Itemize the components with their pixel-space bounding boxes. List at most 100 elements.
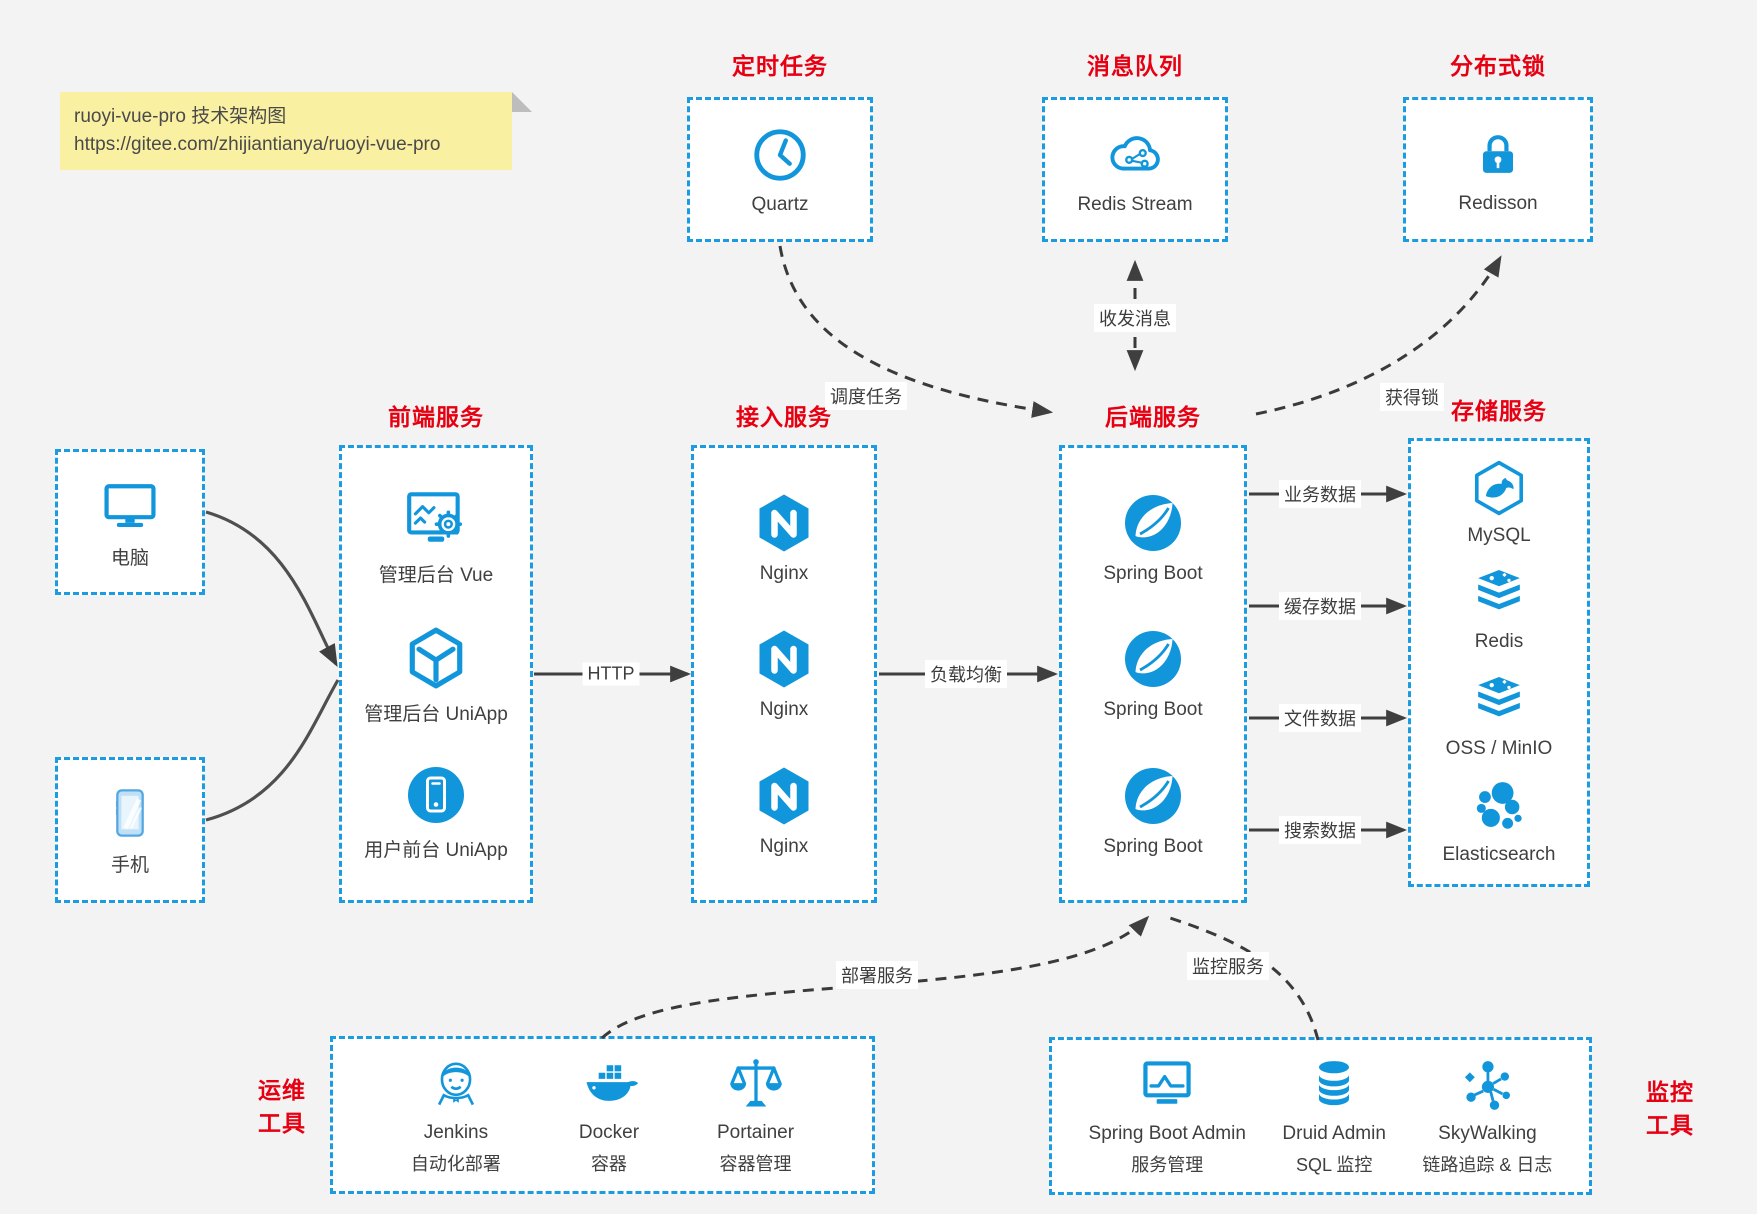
node-label: Spring Boot xyxy=(1103,835,1203,857)
note-url: https://gitee.com/zhijiantianya/ruoyi-vu… xyxy=(74,134,441,155)
mq-group-title: 消息队列 xyxy=(1087,53,1183,79)
node-label: 管理后台 UniApp xyxy=(364,703,508,725)
portainer-icon xyxy=(726,1054,786,1114)
spring-boot-icon xyxy=(1121,627,1185,691)
node-label: Spring Boot Admin xyxy=(1088,1123,1246,1144)
oss-minio-node: OSS / MinIO xyxy=(1445,672,1553,760)
node-label: 手机 xyxy=(110,854,149,876)
send-receive-msg-edge-label: 收发消息 xyxy=(1094,304,1176,332)
node-label: 用户前台 UniApp xyxy=(364,840,508,862)
frontend-group-box: 管理后台 Vue 管理后台 UniApp 用户前台 UniApp xyxy=(339,445,533,903)
lock-icon xyxy=(1468,125,1528,185)
spring-boot-node: Spring Boot xyxy=(1103,764,1203,858)
nginx-node: Nginx xyxy=(752,491,816,585)
node-label: OSS / MinIO xyxy=(1445,737,1553,759)
skywalking-icon xyxy=(1457,1055,1517,1115)
smartphone-icon xyxy=(101,784,159,842)
node-label: Redis Stream xyxy=(1077,193,1193,215)
spring-boot-node: Spring Boot xyxy=(1103,491,1203,585)
nginx-icon xyxy=(752,491,816,555)
pc-client-box: 电脑 xyxy=(55,449,205,595)
user-uniapp-node: 用户前台 UniApp xyxy=(364,763,508,862)
redis-icon xyxy=(1470,565,1528,623)
node-label: Jenkins xyxy=(423,1122,489,1143)
gateway-group-box: Nginx Nginx Nginx xyxy=(691,445,877,903)
node-label: Docker xyxy=(578,1122,640,1143)
druid-admin-node: Druid Admin SQL 监控 xyxy=(1282,1055,1386,1177)
edge-acquire-lock xyxy=(1255,255,1502,416)
mq-group-box: Redis Stream xyxy=(1042,97,1228,242)
node-sublabel: SQL 监控 xyxy=(1295,1155,1373,1175)
frontend-group-title: 前端服务 xyxy=(388,404,484,430)
spring-boot-admin-node: Spring Boot Admin 服务管理 xyxy=(1089,1055,1246,1177)
redis-node: Redis xyxy=(1470,565,1528,653)
node-label: 管理后台 Vue xyxy=(378,564,494,586)
monitor-group-box: Spring Boot Admin 服务管理 Druid Admin SQL 监… xyxy=(1049,1037,1592,1195)
ops-group-box: Jenkins 自动化部署 Docker 容器 Portainer 容器管理 xyxy=(330,1036,875,1194)
mysql-node: MySQL xyxy=(1467,459,1531,547)
portainer-node: Portainer 容器管理 xyxy=(717,1054,794,1176)
acquire-lock-edge-label: 获得锁 xyxy=(1380,383,1444,411)
jenkins-node: Jenkins 自动化部署 xyxy=(411,1054,501,1176)
elasticsearch-icon xyxy=(1470,778,1528,836)
nginx-node: Nginx xyxy=(752,627,816,721)
jenkins-icon xyxy=(426,1054,486,1114)
nginx-node: Nginx xyxy=(752,764,816,858)
nginx-icon xyxy=(752,764,816,828)
node-label: 电脑 xyxy=(110,547,149,569)
spring-boot-icon xyxy=(1121,764,1185,828)
business-data-edge-label: 业务数据 xyxy=(1279,480,1361,508)
node-label: Redisson xyxy=(1458,192,1538,214)
mysql-icon xyxy=(1470,459,1528,517)
edge-mobile-to-frontend xyxy=(205,679,340,822)
backend-group-box: Spring Boot Spring Boot Spring Boot xyxy=(1059,445,1247,903)
spring-boot-node: Spring Boot xyxy=(1103,627,1203,721)
admin-vue-icon xyxy=(403,486,469,552)
edge-schedule-task xyxy=(778,245,1054,418)
nginx-icon xyxy=(752,627,816,691)
node-label: Elasticsearch xyxy=(1442,843,1556,865)
mobile-node: 手机 xyxy=(101,784,159,877)
node-label: Spring Boot xyxy=(1103,562,1203,584)
clock-icon xyxy=(749,124,811,186)
file-data-edge-label: 文件数据 xyxy=(1279,704,1361,732)
schedule-task-edge-label: 调度任务 xyxy=(825,382,907,410)
edge-pc-to-frontend xyxy=(205,510,338,667)
node-sublabel: 链路追踪 & 日志 xyxy=(1422,1155,1553,1175)
http-edge-label: HTTP xyxy=(582,662,640,686)
pc-node: 电脑 xyxy=(100,475,160,570)
oss-minio-icon xyxy=(1470,672,1528,730)
admin-vue-node: 管理后台 Vue xyxy=(379,486,493,587)
storage-group-box: MySQL Redis OSS / MinIO Elasticsearch xyxy=(1408,438,1590,887)
monitor-group-title: 监控 工具 xyxy=(1646,1079,1694,1138)
skywalking-node: SkyWalking 链路追踪 & 日志 xyxy=(1422,1055,1552,1177)
monitor-service-edge-label: 监控服务 xyxy=(1187,952,1269,980)
node-label: Portainer xyxy=(716,1122,795,1143)
node-label: Redis xyxy=(1474,631,1524,653)
deploy-service-edge-label: 部署服务 xyxy=(836,961,918,989)
node-label: Quartz xyxy=(751,193,809,215)
node-label: SkyWalking xyxy=(1438,1123,1537,1144)
docker-icon xyxy=(579,1054,639,1114)
spring-boot-admin-icon xyxy=(1137,1055,1197,1115)
node-sublabel: 服务管理 xyxy=(1131,1155,1204,1175)
spring-boot-icon xyxy=(1121,491,1185,555)
docker-node: Docker 容器 xyxy=(579,1054,639,1176)
druid-icon xyxy=(1304,1055,1364,1115)
redis-stream-node: Redis Stream xyxy=(1077,124,1193,216)
node-label: Nginx xyxy=(759,562,809,584)
load-balance-edge-label: 负载均衡 xyxy=(925,660,1007,688)
cloud-stream-icon xyxy=(1104,124,1166,186)
note-title: ruoyi-vue-pro 技术架构图 xyxy=(74,106,287,127)
redisson-node: Redisson xyxy=(1458,125,1538,215)
lock-group-box: Redisson xyxy=(1403,97,1593,242)
sticky-note: ruoyi-vue-pro 技术架构图 https://gitee.com/zh… xyxy=(60,92,512,170)
admin-uniapp-node: 管理后台 UniApp xyxy=(364,625,508,726)
node-label: Spring Boot xyxy=(1103,699,1203,720)
backend-group-title: 后端服务 xyxy=(1105,404,1201,430)
scheduler-group-title: 定时任务 xyxy=(732,53,828,79)
node-sublabel: 容器 xyxy=(590,1154,627,1174)
node-label: Nginx xyxy=(759,835,809,857)
desktop-icon xyxy=(100,475,160,535)
